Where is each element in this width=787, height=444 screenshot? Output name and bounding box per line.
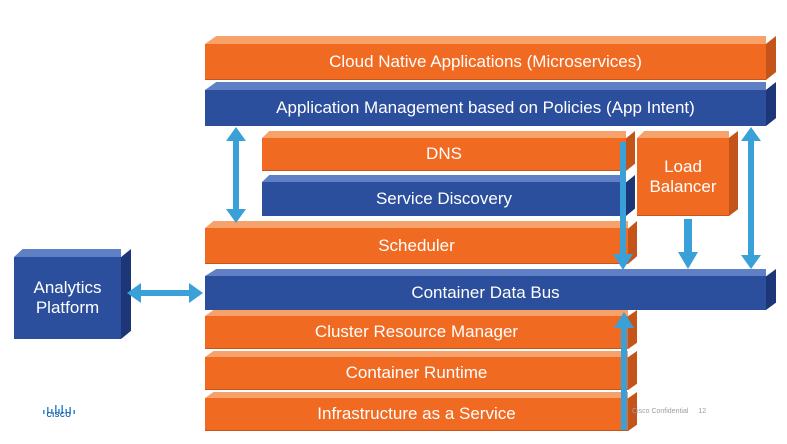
cisco-logo-icon xyxy=(43,405,75,414)
page-number: 12 xyxy=(698,408,707,415)
container-data-bus-layer: Container Data Bus xyxy=(205,269,776,310)
footer-note: Cisco Confidential 12 xyxy=(632,408,762,415)
cluster-resource-manager-layer: Cluster Resource Manager xyxy=(205,310,637,349)
double-arrow-icon xyxy=(226,127,246,223)
scheduler-label: Scheduler xyxy=(205,228,628,264)
iaas-label: Infrastructure as a Service xyxy=(205,398,628,431)
analytics-platform-box: Analytics Platform xyxy=(14,249,131,339)
service-discovery-layer: Service Discovery xyxy=(262,175,635,216)
down-arrow-icon xyxy=(678,219,698,269)
confidential-label: Cisco Confidential xyxy=(632,408,689,415)
application-management-label: Application Management based on Policies… xyxy=(205,90,766,126)
load-balancer-label: Load Balancer xyxy=(637,138,729,216)
cloud-native-applications-layer: Cloud Native Applications (Microservices… xyxy=(205,36,776,80)
cloud-native-applications-label: Cloud Native Applications (Microservices… xyxy=(205,44,766,80)
iaas-layer: Infrastructure as a Service xyxy=(205,392,637,431)
dns-label: DNS xyxy=(262,138,626,171)
dns-layer: DNS xyxy=(262,131,635,171)
service-discovery-label: Service Discovery xyxy=(262,182,626,216)
down-arrow-icon xyxy=(613,142,633,270)
double-arrow-icon xyxy=(741,127,761,269)
horizontal-double-arrow-icon xyxy=(127,283,203,303)
load-balancer-box: Load Balancer xyxy=(637,131,738,216)
analytics-platform-label: Analytics Platform xyxy=(14,257,121,339)
container-data-bus-label: Container Data Bus xyxy=(205,276,766,310)
up-arrow-icon xyxy=(614,312,634,430)
cisco-wordmark: CISCO xyxy=(46,412,72,419)
cluster-resource-manager-label: Cluster Resource Manager xyxy=(205,316,628,349)
container-runtime-layer: Container Runtime xyxy=(205,351,637,390)
scheduler-layer: Scheduler xyxy=(205,221,637,264)
container-runtime-label: Container Runtime xyxy=(205,357,628,390)
application-management-layer: Application Management based on Policies… xyxy=(205,82,776,126)
